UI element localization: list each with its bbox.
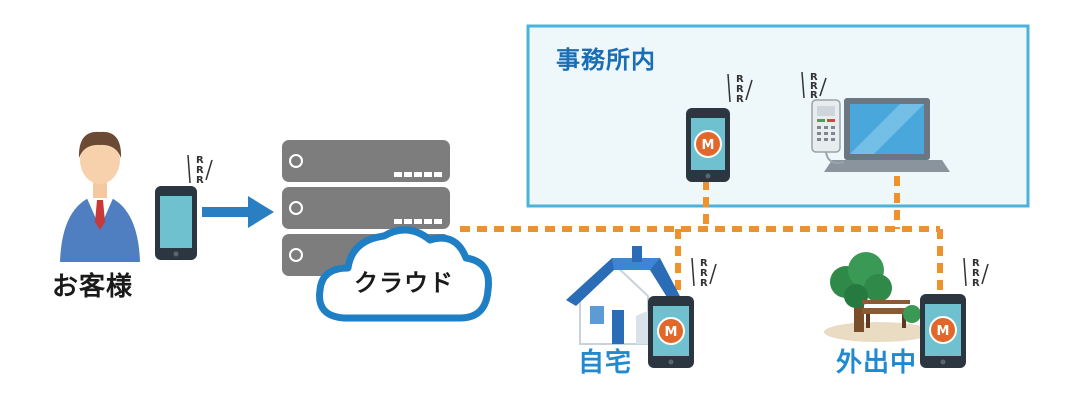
ring-glyph: R	[972, 258, 980, 269]
app-icon: M	[657, 317, 685, 345]
home-label: 自宅	[578, 348, 633, 378]
home-phone-ring-icon: R R R	[691, 257, 717, 289]
customer-person-icon	[60, 131, 140, 262]
office-area-box	[526, 24, 1030, 208]
ring-glyph: R	[736, 94, 744, 105]
office-desk-phone-icon	[811, 99, 845, 164]
app-icon-letter: M	[702, 138, 715, 153]
app-icon-letter: M	[937, 324, 950, 339]
ring-glyph: R	[972, 278, 980, 289]
ring-glyph: R	[196, 175, 204, 186]
ring-glyph: R	[700, 278, 708, 289]
office-laptop-icon	[824, 98, 950, 172]
app-icon: M	[929, 316, 957, 344]
outside-label: 外出中	[836, 348, 918, 378]
customer-label: お客様	[52, 272, 134, 302]
flow-arrow-icon	[202, 196, 274, 228]
ring-glyph: R	[810, 72, 818, 83]
app-icon-letter: M	[665, 325, 678, 340]
office-label: 事務所内	[556, 46, 656, 74]
home-phone-icon: M	[648, 296, 694, 368]
app-icon: M	[694, 130, 722, 158]
ring-glyph: R	[736, 84, 744, 95]
ring-glyph: R	[972, 268, 980, 279]
ring-glyph: R	[196, 165, 204, 176]
customer-phone-ring-icon: R R R	[187, 154, 213, 186]
cloud-icon: クラウド	[316, 226, 493, 322]
connection-lines	[460, 176, 943, 298]
ring-glyph: R	[700, 268, 708, 279]
park-tree-bench-icon	[824, 252, 932, 342]
ring-glyph: R	[196, 155, 204, 166]
cloud-label: クラウド	[354, 269, 454, 297]
office-desk-phone-ring-icon: R R R	[801, 71, 827, 101]
customer-phone-icon	[155, 186, 197, 260]
outside-phone-ring-icon: R R R	[963, 257, 989, 289]
outside-phone-icon: M	[920, 294, 966, 368]
ring-glyph: R	[700, 258, 708, 269]
ring-glyph: R	[736, 74, 744, 85]
ring-glyph: R	[810, 90, 818, 101]
ring-glyph: R	[810, 81, 818, 92]
office-phone-icon: M	[686, 108, 730, 182]
office-phone-ring-icon: R R R	[727, 73, 753, 105]
